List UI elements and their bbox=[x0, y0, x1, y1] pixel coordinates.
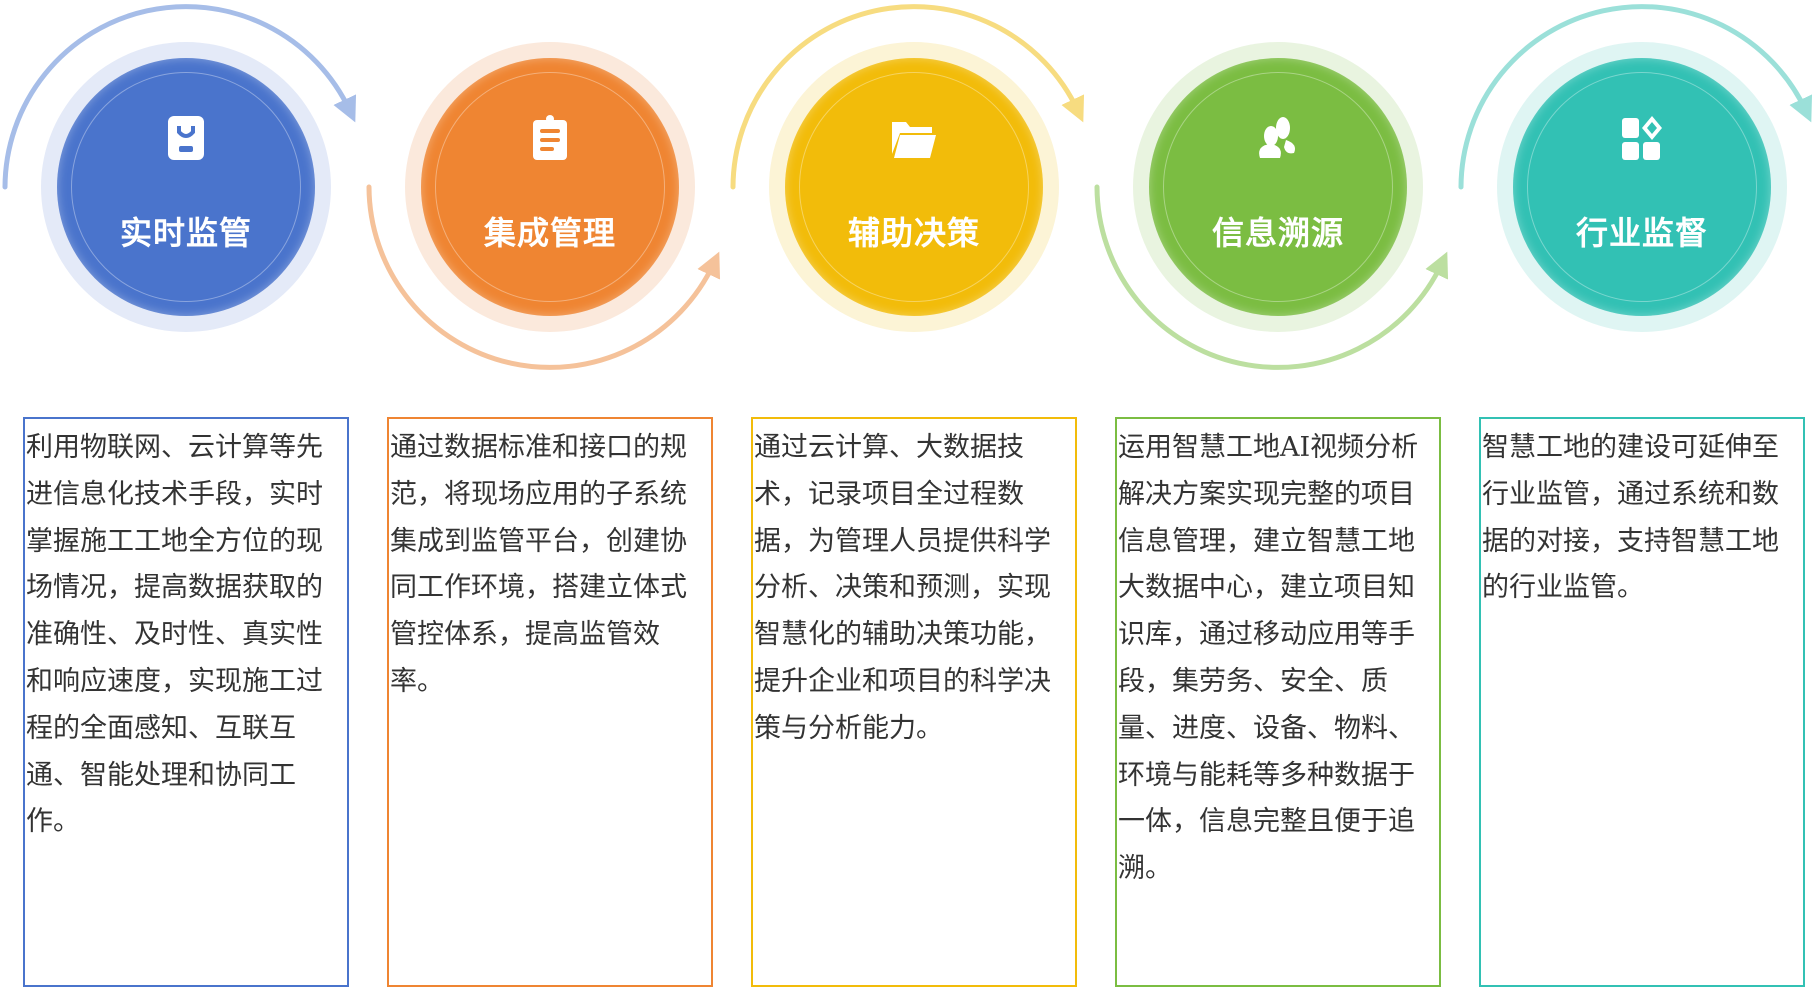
step-circle-inner: 集成管理 bbox=[421, 58, 679, 316]
step-circle-inner: 行业监督 bbox=[1513, 58, 1771, 316]
step-circle-5: 行业监督 bbox=[1497, 42, 1787, 332]
monitor-device-icon bbox=[162, 114, 210, 162]
step-circle-3: 辅助决策 bbox=[769, 42, 1059, 332]
flow-arrow bbox=[1094, 184, 1449, 370]
users-icon bbox=[1254, 114, 1302, 162]
step-title: 行业监督 bbox=[1575, 214, 1708, 252]
step-circle-inner: 信息溯源 bbox=[1149, 58, 1407, 316]
step-circle-inner: 实时监管 bbox=[57, 58, 315, 316]
step-title: 辅助决策 bbox=[847, 214, 980, 252]
folder-open-icon bbox=[890, 114, 938, 162]
step-circle-2: 集成管理 bbox=[405, 42, 695, 332]
step-title: 集成管理 bbox=[483, 214, 616, 252]
flow-arrow bbox=[730, 4, 1085, 190]
flow-arrow bbox=[366, 184, 721, 370]
step-circle-1: 实时监管 bbox=[41, 42, 331, 332]
apps-grid-icon bbox=[1618, 114, 1666, 162]
step-circle-inner: 辅助决策 bbox=[785, 58, 1043, 316]
step-circle-4: 信息溯源 bbox=[1133, 42, 1423, 332]
step-title: 信息溯源 bbox=[1211, 214, 1344, 252]
clipboard-icon bbox=[526, 114, 574, 162]
step-description: 运用智慧工地AI视频分析解决方案实现完整的项目信息管理，建立智慧工地大数据中心，… bbox=[1115, 417, 1441, 987]
step-description: 通过数据标准和接口的规范，将现场应用的子系统集成到监管平台，创建协同工作环境，搭… bbox=[387, 417, 713, 987]
flow-arrow bbox=[1458, 4, 1812, 190]
step-description: 智慧工地的建设可延伸至行业监管，通过系统和数据的对接，支持智慧工地的行业监管。 bbox=[1479, 417, 1805, 987]
step-description: 通过云计算、大数据技术，记录项目全过程数据，为管理人员提供科学分析、决策和预测，… bbox=[751, 417, 1077, 987]
step-title: 实时监管 bbox=[119, 214, 252, 252]
step-description: 利用物联网、云计算等先进信息化技术手段，实时掌握施工工地全方位的现场情况，提高数… bbox=[23, 417, 349, 987]
flow-arrow bbox=[2, 4, 357, 190]
